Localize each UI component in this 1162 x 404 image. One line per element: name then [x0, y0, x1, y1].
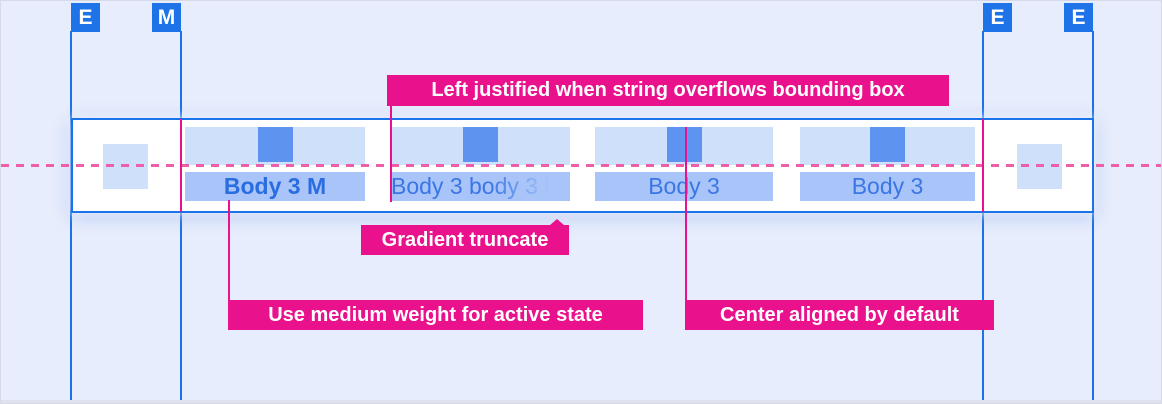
tab-icon-zone: [390, 127, 570, 165]
tab-icon-placeholder: [462, 127, 498, 162]
callout-text: Left justified when string overflows bou…: [431, 79, 905, 101]
tab-label-text: Body 3: [851, 173, 924, 199]
tab-icon-zone: [185, 127, 365, 165]
annotation-line-left-margin: [180, 119, 182, 212]
annotation-line-right-margin: [982, 119, 984, 212]
callout-gradient-truncate: Gradient truncate: [361, 219, 569, 255]
tab-icon-placeholder: [257, 127, 293, 162]
callout-left-justified: Left justified when string overflows bou…: [387, 75, 949, 106]
tab-item-default[interactable]: Body 3: [800, 127, 975, 201]
tab-label: Body 3 M: [185, 172, 365, 201]
callout-center-aligned: Center aligned by default: [685, 300, 994, 330]
tab-icon-zone: [595, 127, 773, 165]
tab-item-overflow[interactable]: Body 3 body 3 b: [390, 127, 570, 201]
tab-label-text: Body 3 M: [223, 173, 327, 199]
gridline-left-margin: [180, 31, 182, 403]
annotation-line-active-state: [228, 200, 230, 301]
margin-badge-m: M: [152, 3, 181, 32]
callout-medium-weight: Use medium weight for active state: [228, 300, 643, 330]
margin-badge-e-left: E: [71, 3, 100, 32]
center-dashed-line: [1, 164, 1161, 167]
annotation-line-center-aligned: [685, 127, 687, 301]
tab-item-active[interactable]: Body 3 M: [185, 127, 365, 201]
annotation-line-overflow: [390, 105, 392, 202]
bottom-edge-strip: [1, 400, 1161, 403]
tab-item-default[interactable]: Body 3: [595, 127, 773, 201]
tab-label-text: Body 3: [648, 173, 720, 199]
callout-text: Gradient truncate: [381, 228, 549, 251]
tab-label: Body 3: [800, 172, 975, 201]
gridline-left-edge: [70, 31, 72, 403]
margin-badge-e-right-inner: E: [983, 3, 1012, 32]
tab-icon-placeholder: [870, 127, 905, 162]
gradient-truncate-fade: [489, 172, 570, 201]
tab-icon-zone: [800, 127, 975, 165]
margin-badge-e-right-outer: E: [1064, 3, 1093, 32]
gridline-right-edge: [1092, 31, 1094, 403]
tab-icon-placeholder: [666, 127, 702, 162]
callout-text: Center aligned by default: [720, 303, 959, 326]
callout-text: Use medium weight for active state: [268, 303, 603, 326]
caret-up-icon: [550, 219, 564, 225]
tab-label: Body 3 body 3 b: [390, 172, 570, 201]
tab-label: Body 3: [595, 172, 773, 201]
gridline-right-margin: [982, 31, 984, 403]
